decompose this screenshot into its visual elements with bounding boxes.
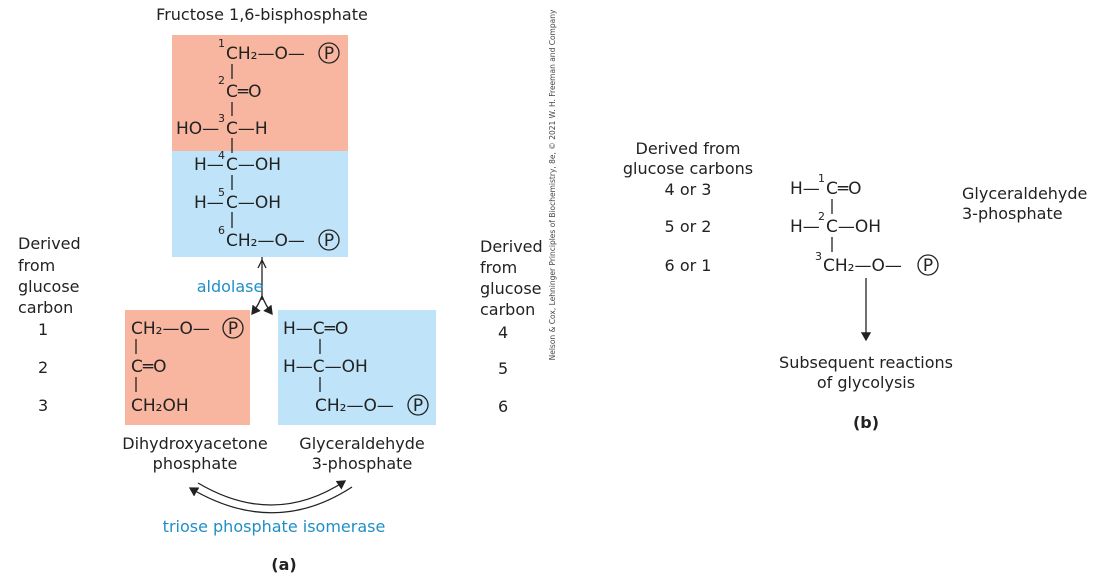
- copyright-text: Nelson & Cox, Lehninger Principles of Bi…: [548, 9, 557, 360]
- svg-text:of glycolysis: of glycolysis: [817, 373, 915, 392]
- svg-text:P: P: [324, 231, 334, 251]
- svg-text:H—C—OH: H—C—OH: [283, 357, 368, 377]
- phosphate-icon: [318, 229, 340, 251]
- svg-text:C—OH: C—OH: [226, 193, 281, 213]
- g3p-name: Glyceraldehyde 3-phosphate: [299, 434, 424, 473]
- phosphate-icon: [407, 394, 429, 416]
- svg-text:CH₂—O—: CH₂—O—: [823, 256, 902, 276]
- isomerase-label: triose phosphate isomerase: [163, 517, 386, 536]
- svg-text:C═O: C═O: [826, 179, 862, 199]
- panel-b-carbon-sources: 4 or 3 5 or 2 6 or 1: [665, 180, 712, 275]
- svg-text:3: 3: [218, 112, 225, 125]
- svg-text:CH₂—O—: CH₂—O—: [226, 44, 305, 64]
- phosphate-icon: [917, 254, 939, 276]
- fructose-title: Fructose 1,6-bisphosphate: [156, 5, 368, 24]
- svg-text:6: 6: [218, 224, 225, 237]
- svg-text:5 or 2: 5 or 2: [665, 217, 712, 236]
- svg-text:6 or 1: 6 or 1: [665, 256, 712, 275]
- svg-text:Glyceraldehyde: Glyceraldehyde: [962, 184, 1087, 203]
- svg-text:4: 4: [498, 323, 508, 342]
- svg-text:C—H: C—H: [226, 119, 268, 139]
- svg-text:H—C═O: H—C═O: [283, 319, 348, 339]
- svg-text:glucose carbons: glucose carbons: [623, 159, 753, 178]
- subsequent-reactions-label: Subsequent reactions of glycolysis: [779, 353, 953, 392]
- left-derived-header: Derived from glucose carbon: [18, 234, 81, 317]
- svg-text:1: 1: [38, 320, 48, 339]
- svg-text:C—OH: C—OH: [226, 155, 281, 175]
- svg-text:CH₂—O—: CH₂—O—: [131, 319, 210, 339]
- dhap-name: Dihydroxyacetone phosphate: [122, 434, 267, 473]
- svg-text:Subsequent reactions: Subsequent reactions: [779, 353, 953, 372]
- panel-b-name: Glyceraldehyde 3-phosphate: [962, 184, 1087, 223]
- dhap-box: [125, 310, 250, 425]
- svg-text:H—: H—: [790, 217, 820, 237]
- svg-text:CH₂OH: CH₂OH: [131, 396, 189, 416]
- svg-text:5: 5: [218, 186, 225, 199]
- svg-text:Derived: Derived: [480, 237, 543, 256]
- svg-text:phosphate: phosphate: [153, 454, 238, 473]
- svg-text:2: 2: [38, 358, 48, 377]
- svg-text:3: 3: [815, 250, 822, 263]
- svg-text:glucose: glucose: [480, 279, 542, 298]
- svg-text:from: from: [18, 256, 55, 275]
- aldolase-label: aldolase: [197, 277, 264, 296]
- svg-text:3-phosphate: 3-phosphate: [312, 454, 413, 473]
- svg-text:3: 3: [38, 396, 48, 415]
- svg-text:2: 2: [818, 210, 825, 223]
- svg-text:1: 1: [818, 172, 825, 185]
- c1-number: 1: [218, 37, 225, 50]
- svg-text:P: P: [413, 396, 423, 416]
- svg-text:P: P: [228, 319, 238, 339]
- panel-b-label: (b): [853, 413, 879, 432]
- aldolase-arrow: [251, 257, 273, 316]
- svg-text:CH₂—O—: CH₂—O—: [315, 396, 394, 416]
- svg-text:C═O: C═O: [131, 357, 167, 377]
- g3p-structure: H—C═O H—C—OH CH₂—O— P: [283, 319, 429, 416]
- svg-text:3-phosphate: 3-phosphate: [962, 204, 1063, 223]
- svg-text:5: 5: [498, 359, 508, 378]
- svg-text:C═O: C═O: [226, 82, 262, 102]
- svg-text:H—: H—: [194, 193, 224, 213]
- svg-text:H—: H—: [194, 155, 224, 175]
- left-carbon-numbers: 1 2 3: [38, 320, 48, 415]
- fructose-c1: 1 CH₂—O— P: [218, 37, 340, 64]
- fructose-c2: 2 C═O: [218, 74, 262, 102]
- svg-text:H—: H—: [790, 179, 820, 199]
- svg-text:4: 4: [218, 149, 225, 162]
- phosphate-icon: [222, 317, 244, 339]
- svg-text:glucose: glucose: [18, 277, 80, 296]
- svg-text:C—OH: C—OH: [826, 217, 881, 237]
- svg-text:HO—: HO—: [176, 119, 219, 139]
- dhap-structure: CH₂—O— P C═O CH₂OH: [131, 317, 244, 416]
- fructose-c3: HO— 3 C—H: [176, 112, 268, 139]
- fructose-c4: H— 4 C—OH: [194, 149, 281, 175]
- fructose-c6: 6 CH₂—O— P: [218, 224, 340, 251]
- svg-text:carbon: carbon: [18, 298, 73, 317]
- svg-text:carbon: carbon: [480, 300, 535, 319]
- isomerase-arrows: [188, 480, 353, 514]
- svg-text:Dihydroxyacetone: Dihydroxyacetone: [122, 434, 267, 453]
- svg-text:P: P: [923, 256, 933, 276]
- fructose-c5: H— 5 C—OH: [194, 186, 281, 213]
- phosphate-icon: [318, 42, 340, 64]
- svg-text:6: 6: [498, 397, 508, 416]
- svg-text:4 or 3: 4 or 3: [665, 180, 712, 199]
- svg-text:Derived: Derived: [18, 234, 81, 253]
- svg-text:P: P: [324, 44, 334, 64]
- right-derived-header: Derived from glucose carbon: [480, 237, 543, 319]
- svg-text:Glyceraldehyde: Glyceraldehyde: [299, 434, 424, 453]
- svg-text:CH₂—O—: CH₂—O—: [226, 231, 305, 251]
- svg-text:Derived from: Derived from: [636, 139, 741, 158]
- svg-text:2: 2: [218, 74, 225, 87]
- g3p-box: [278, 310, 436, 425]
- panel-b-g3p-structure: H— 1 C═O H— 2 C—OH 3 CH₂—O— P: [790, 172, 939, 276]
- panel-a-label: (a): [271, 555, 296, 574]
- svg-text:from: from: [480, 258, 517, 277]
- panel-b-header: Derived from glucose carbons: [623, 139, 753, 178]
- right-carbon-numbers: 4 5 6: [498, 323, 508, 416]
